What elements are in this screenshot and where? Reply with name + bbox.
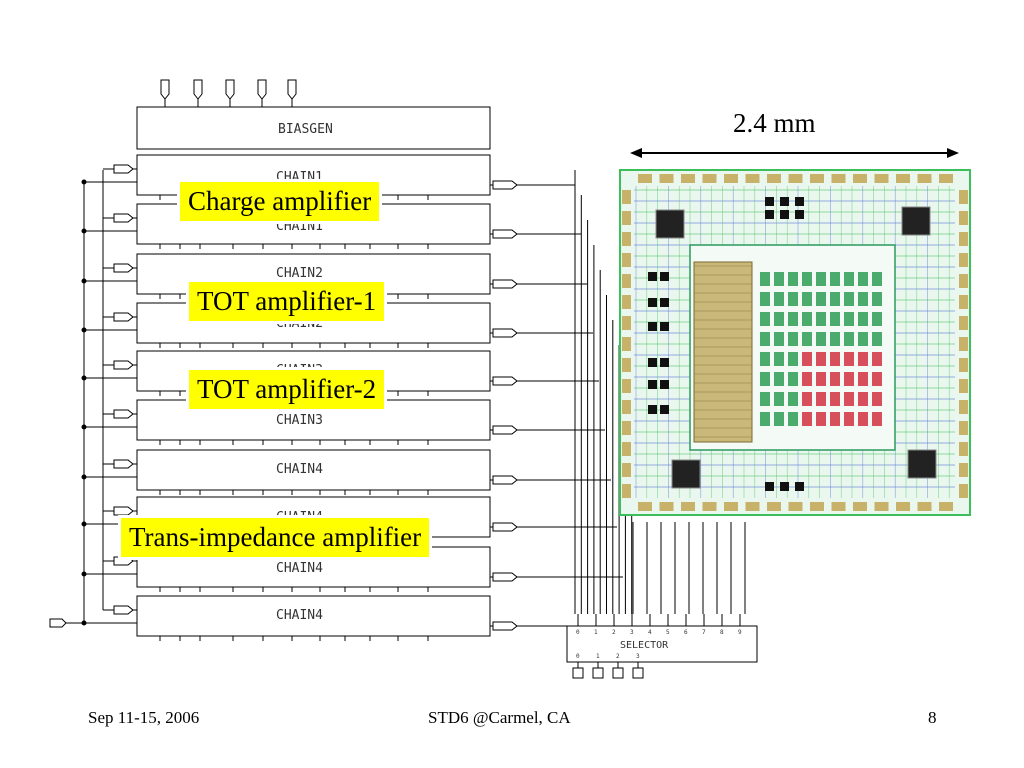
selector-block: [566, 625, 758, 663]
svg-text:4: 4: [648, 629, 652, 636]
biasgen-label: BIASGEN: [278, 122, 333, 137]
chain-label: CHAIN3: [276, 413, 323, 428]
svg-text:1: 1: [596, 653, 600, 660]
charge-amplifier-callout: Charge amplifier: [178, 180, 382, 223]
trans-impedance-amplifier-callout: Trans-impedance amplifier: [119, 516, 432, 559]
svg-text:5: 5: [666, 629, 670, 636]
svg-text:8: 8: [720, 629, 724, 636]
chip-dimension-label: 2.4 mm: [733, 108, 816, 138]
biasgen-block: [136, 106, 491, 150]
svg-text:3: 3: [630, 629, 634, 636]
selector-label: SELECTOR: [620, 640, 669, 651]
svg-text:0: 0: [576, 629, 580, 636]
svg-text:0: 0: [576, 653, 580, 660]
svg-text:2: 2: [616, 653, 620, 660]
dimension-arrow: [630, 148, 959, 158]
svg-text:9: 9: [738, 629, 742, 636]
svg-text:6: 6: [684, 629, 688, 636]
svg-text:1: 1: [594, 629, 598, 636]
chain-label: CHAIN2: [276, 266, 323, 281]
svg-text:3: 3: [636, 653, 640, 660]
footer-date: Sep 11-15, 2006: [88, 708, 200, 727]
chain-label: CHAIN4: [276, 561, 323, 576]
chain-block: [136, 449, 491, 491]
chain-label: CHAIN4: [276, 608, 323, 623]
footer-venue: STD6 @Carmel, CA: [428, 708, 571, 727]
svg-text:2: 2: [612, 629, 616, 636]
chain-block: [136, 595, 491, 637]
tot-amplifier-1-callout: TOT amplifier-1: [187, 280, 387, 323]
chain-label: CHAIN4: [276, 462, 323, 477]
page-number: 8: [928, 708, 937, 727]
svg-text:7: 7: [702, 629, 706, 636]
tot-amplifier-2-callout: TOT amplifier-2: [187, 368, 387, 411]
